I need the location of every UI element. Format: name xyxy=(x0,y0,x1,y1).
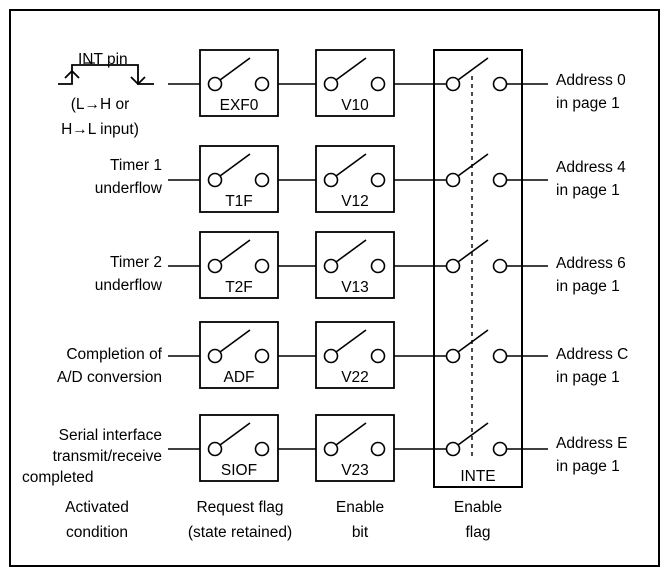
adc-label-line1: Completion of xyxy=(66,346,162,363)
int-pin-pulse xyxy=(58,62,154,86)
dest-3-line1: Address C xyxy=(556,346,629,363)
dest-4-line2: in page 1 xyxy=(556,458,620,475)
enable-bit-box xyxy=(315,145,395,213)
timer2-label-line1: Timer 2 xyxy=(110,254,162,271)
enable-bit-label: V22 xyxy=(341,369,369,386)
header-enable-flag-line1: Enable xyxy=(453,499,503,516)
enable-bit-label: V13 xyxy=(341,279,369,296)
header-enable-bit-line2: bit xyxy=(351,524,369,541)
timer2-label-line2: underflow xyxy=(94,277,162,294)
request-flag-box xyxy=(199,49,279,117)
timer1-label-line2: underflow xyxy=(94,180,162,197)
enable-flag-box xyxy=(433,49,523,488)
int-pin-label: INT pin xyxy=(78,51,128,68)
enable-bit-box xyxy=(315,414,395,482)
dest-0-line1: Address 0 xyxy=(556,72,626,89)
dest-1-line2: in page 1 xyxy=(556,182,620,199)
adc-label-line2: A/D conversion xyxy=(56,369,162,386)
request-flag-label: T1F xyxy=(225,193,253,210)
header-condition-line1: Activated xyxy=(65,499,129,516)
request-flag-box xyxy=(199,231,279,299)
enable-bit-box xyxy=(315,49,395,117)
signal-row: T2F V13 xyxy=(168,231,548,299)
request-flag-label: T2F xyxy=(225,279,253,296)
enable-bit-label: V23 xyxy=(341,462,369,479)
outer-frame xyxy=(9,9,660,567)
request-flag-label: ADF xyxy=(224,369,255,386)
dest-1-line1: Address 4 xyxy=(556,159,626,176)
dest-2-line1: Address 6 xyxy=(556,255,626,272)
request-flag-box xyxy=(199,414,279,482)
timer1-label-line1: Timer 1 xyxy=(110,157,162,174)
serial-label-line2: transmit/receive xyxy=(52,448,162,465)
serial-label-line3: completed xyxy=(22,469,94,486)
signal-row: T1F V12 xyxy=(168,145,548,213)
header-request-flag-line1: Request flag xyxy=(196,499,284,516)
enable-bit-label: V12 xyxy=(341,193,369,210)
request-flag-label: EXF0 xyxy=(220,97,259,114)
request-flag-label: SIOF xyxy=(221,462,257,479)
dest-3-line2: in page 1 xyxy=(556,369,620,386)
request-flag-box xyxy=(199,145,279,213)
signal-row: SIOF V23 xyxy=(168,414,548,482)
signal-row: EXF0 V10 xyxy=(168,49,548,117)
enable-bit-box xyxy=(315,231,395,299)
dest-4-line1: Address E xyxy=(556,435,628,452)
dest-0-line2: in page 1 xyxy=(556,95,620,112)
int-input-line2: H→L input) xyxy=(61,121,139,138)
request-flag-box xyxy=(199,321,279,389)
header-enable-flag-line2: flag xyxy=(465,524,491,541)
serial-label-line1: Serial interface xyxy=(58,427,162,444)
signal-row: ADF V22 xyxy=(168,321,548,389)
enable-bit-label: V10 xyxy=(341,97,369,114)
int-input-line1: (L→H or xyxy=(70,96,130,113)
enable-bit-box xyxy=(315,321,395,389)
header-request-flag-line2: (state retained) xyxy=(187,524,293,541)
dest-2-line2: in page 1 xyxy=(556,278,620,295)
header-condition-line2: condition xyxy=(65,524,129,541)
enable-flag-label: INTE xyxy=(460,468,495,485)
header-enable-bit-line1: Enable xyxy=(335,499,385,516)
